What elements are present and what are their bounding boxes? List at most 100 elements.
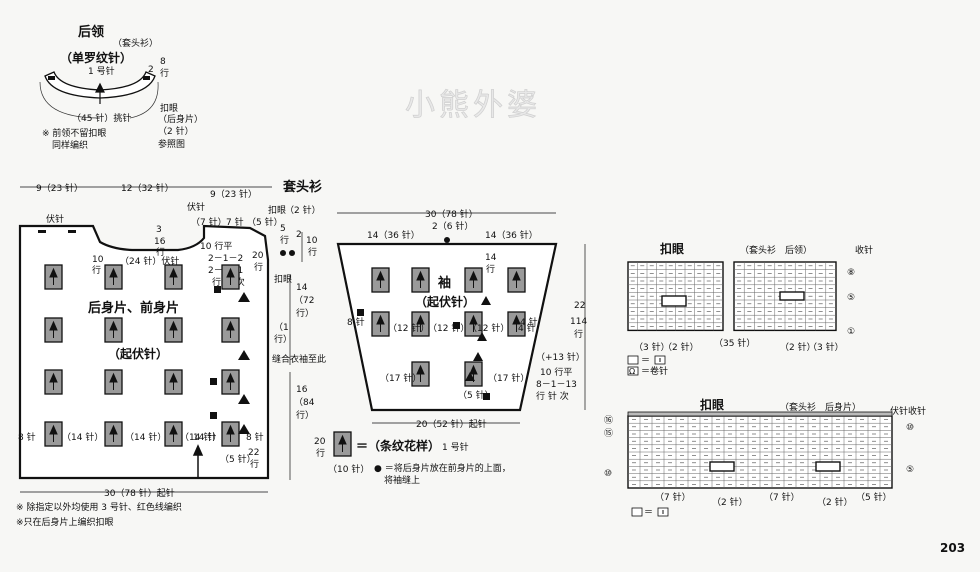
collar-side-a: 2 <box>148 65 154 75</box>
cast-on-label: 30（78 针）起针 <box>104 487 175 499</box>
top-width-right: 9（23 针） <box>210 188 257 200</box>
shoulder-label: 伏针 <box>46 213 64 225</box>
chart1-key-eq: ＝ <box>641 356 650 366</box>
neck-h2: 16 <box>154 237 166 247</box>
sew-note: 缝合衣袖至此 <box>272 353 326 365</box>
collar-band <box>44 71 156 99</box>
chart1-bottom-5: （3 针） <box>808 341 844 353</box>
shoulder-right-a: 伏针 <box>187 201 205 213</box>
chart1-key-empty <box>627 355 639 365</box>
sleeve-right-h2: 行 <box>486 263 495 275</box>
chart2-left-marker-1: ⑯ <box>604 415 613 426</box>
chart2-bottom-1: （7 针） <box>655 491 691 503</box>
chart1-marker-top: ⑧ <box>847 268 855 278</box>
body-tree-motif <box>104 421 123 447</box>
collar-note-2: 同样编织 <box>52 139 88 151</box>
sleeve-tree-motif <box>411 311 430 337</box>
chart2-bind-off: 伏针收针 <box>890 405 926 417</box>
collar-pickup-curve-right <box>129 81 159 119</box>
side-square-2 <box>210 378 217 385</box>
chart2-bottom-2: （2 针） <box>712 496 748 508</box>
shoulder-right-c: 7 针 <box>226 216 244 228</box>
low-h3: 行） <box>296 409 314 421</box>
chart1-marker-bottom: ① <box>847 327 855 337</box>
neck-depth: 10 <box>92 255 104 265</box>
chart1-grid-left <box>627 261 724 332</box>
neck-row: （24 针）伏针 <box>120 255 179 267</box>
sleeve-right-h1: 14 <box>485 253 497 263</box>
chart2-grid <box>627 411 893 489</box>
legend-rows-unit: 行 <box>316 447 325 459</box>
sleeve-inc-1: （+13 针） <box>536 351 585 363</box>
side-triangle-2 <box>238 350 250 360</box>
garment-title: 套头衫 <box>282 179 322 195</box>
body-tree-motif <box>164 369 183 395</box>
chart2-right-marker-2: ⑤ <box>906 465 914 475</box>
page-number: 203 <box>940 541 965 555</box>
body-note-1: ※ 除指定以外均使用 3 号针、红色线编织 <box>16 501 182 513</box>
watermark: 小熊外婆 <box>405 88 541 123</box>
mid-h3: 行） <box>296 307 314 319</box>
sleeve-triangle-2 <box>477 332 487 341</box>
legend-tree-icon <box>338 434 347 452</box>
knit-direction-arrow-icon <box>192 444 204 478</box>
chart1-bottom-1: （3 针） <box>634 341 670 353</box>
legend-stitches: （10 针） <box>328 463 369 475</box>
chart1-subtitle: （套头衫 后领） <box>740 244 812 256</box>
neck-depth-unit: 行 <box>92 264 101 276</box>
row-note-1: （1 <box>274 322 289 333</box>
decrease-2: 2－1－2 <box>208 254 243 264</box>
low-h2: （84 <box>294 397 315 408</box>
sleeve-title: 袖 <box>438 275 451 291</box>
sleeve-right-3: 4 针 <box>518 322 536 334</box>
legend-needle: 1 号针 <box>442 441 469 453</box>
sleeve-top-dot <box>444 237 450 243</box>
body-tree-motif <box>44 264 63 290</box>
collar-note-1: ※ 前领不留扣眼 <box>42 127 106 139</box>
bottom-row-3: （14 针） <box>125 431 166 443</box>
chart2-buttonhole-left <box>709 461 735 472</box>
buttonhole-h2: 行 <box>280 234 289 246</box>
body-tree-motif <box>104 369 123 395</box>
chart1-bottom-2: （2 针） <box>663 341 699 353</box>
buttonhole-label: 扣眼 <box>268 204 286 216</box>
sleeve-total-h2: 114 <box>570 317 587 327</box>
side-square-3 <box>210 412 217 419</box>
sleeve-motif-group <box>371 267 526 387</box>
legend-dot-note-1: ● ＝将后身片放在前身片的上面， <box>374 462 511 474</box>
chart2-left-marker-2: ⑮ <box>604 428 613 439</box>
chart2-grid-main <box>627 415 893 489</box>
bottom-right-h1: 22 <box>248 448 259 458</box>
chart2-right-marker-1: ⑩ <box>906 423 914 433</box>
armhole-h: 20 <box>252 251 264 261</box>
legend-rows: 20 <box>314 437 326 447</box>
collar-buttonhole-ref3: 参照图 <box>158 138 185 150</box>
sleeve-left-4: （17 针） <box>380 372 421 384</box>
row-note-2: 行） <box>274 333 292 345</box>
neck-h3: 行 <box>156 246 165 258</box>
chart2-top-band <box>627 411 893 417</box>
mid-h1: 14 <box>296 283 308 293</box>
sleeve-square-1 <box>357 309 364 316</box>
sleeve-tree-motif <box>464 267 483 293</box>
buttonhole-h1: 5 <box>280 224 286 234</box>
mid-h2: （72 <box>294 295 314 306</box>
legend-label: ＝（条纹花样） <box>356 438 440 453</box>
side-square-1 <box>214 286 221 293</box>
bottom-right-h2: 行 <box>250 458 259 470</box>
sleeve-left-2: （12 针） <box>388 322 429 334</box>
body-tree-motif <box>221 369 240 395</box>
body-outline <box>18 224 270 480</box>
body-motif-group <box>44 264 240 447</box>
body-main-title: 后身片、前身片 <box>88 300 179 316</box>
sleeve-tree-motif <box>464 311 483 337</box>
collar-needle: 1 号针 <box>88 65 115 77</box>
sleeve-tree-motif <box>371 267 390 293</box>
buttonhole-chart-2: 扣眼 （套头衫 后身片） 伏针收针 ⑯ ⑮ ⑩ ⑩ ⑤ （7 针） （2 针） … <box>604 397 926 518</box>
body-tree-motif <box>221 421 240 447</box>
collar-stitch: （单罗纹针） <box>60 50 132 65</box>
sleeve-tree-motif <box>411 267 430 293</box>
collar-side-c: 行 <box>160 67 169 79</box>
